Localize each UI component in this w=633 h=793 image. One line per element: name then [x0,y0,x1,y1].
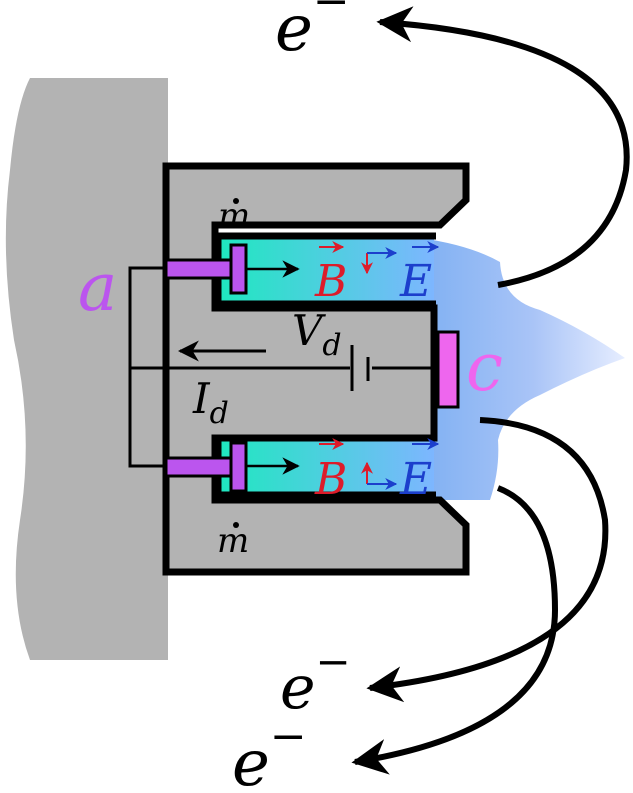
svg-text:B: B [314,454,347,505]
current-label: Id [192,374,229,431]
cathode [436,330,460,409]
mass-flow-label-top: m [218,196,250,236]
upper-e-field-label: E [399,241,440,307]
anode-label: a [78,249,117,326]
plasma-plume [420,238,625,500]
svg-text:E: E [399,256,432,307]
svg-text:B: B [314,256,347,307]
upper-b-field-label: B [314,241,347,307]
svg-text:m: m [217,521,249,561]
lower-e-field-label: E [399,438,440,505]
lower-b-field-label: B [314,438,347,505]
electron-label-top: e− [275,0,350,66]
electron-path-top [376,6,630,288]
svg-text:E: E [399,454,432,505]
spacecraft-wall [5,78,169,660]
electron-path-middle [366,417,609,703]
cathode-label: c [466,329,503,406]
upper-anode-rod [164,258,236,280]
electron-label-middle: e− [280,637,351,723]
upper-anode-plate [229,243,248,295]
mass-flow-label-bottom: m [217,521,249,561]
voltage-label: Vd [292,306,342,363]
circuit-wire [128,266,438,468]
lower-anode-rod [164,456,236,478]
svg-text:m: m [218,196,250,236]
lower-anode-plate [229,441,248,493]
electron-label-bottom: e− [232,711,307,793]
electron-path-bottom [351,485,559,775]
